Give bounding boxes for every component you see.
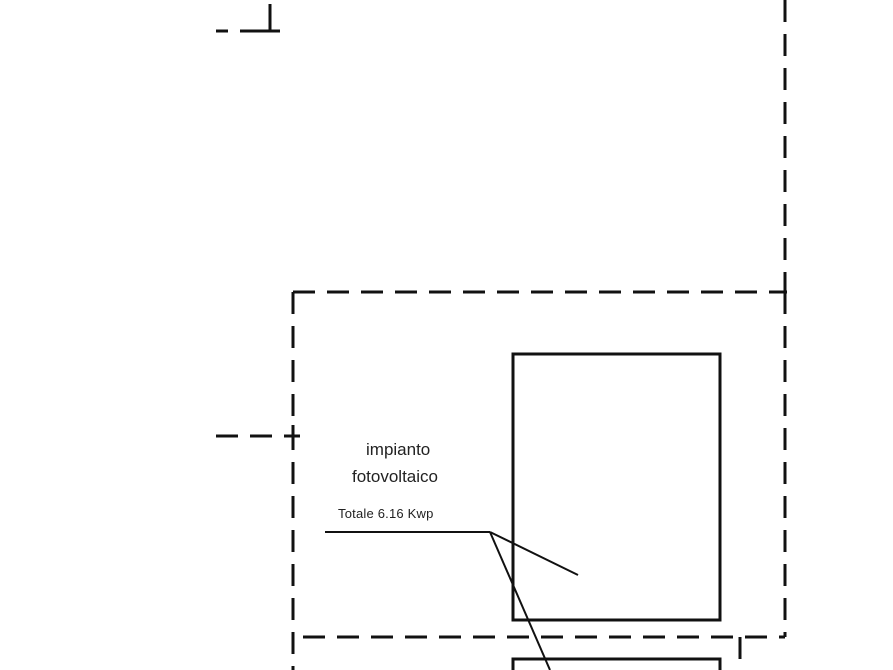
leader-to-upper-array bbox=[489, 531, 579, 576]
pv-label-line1: impianto bbox=[366, 440, 431, 459]
pv-label-leaders bbox=[325, 531, 579, 670]
pv-total-label: Totale 6.16 Kwp bbox=[338, 506, 434, 521]
pv-panel-array-upper bbox=[511, 352, 722, 622]
top-left-wall-fragment bbox=[216, 4, 280, 33]
pv-roof-area bbox=[291, 290, 787, 670]
pv-label-line2: fotovoltaico bbox=[352, 467, 438, 486]
pv-panel-array-lower bbox=[511, 657, 722, 670]
left-axis-marker bbox=[216, 425, 300, 442]
leader-to-lower-array bbox=[489, 531, 551, 670]
